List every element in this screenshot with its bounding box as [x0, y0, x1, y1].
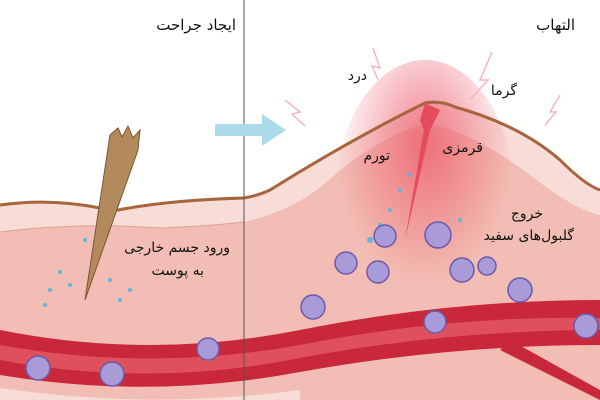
- white-blood-cells: [25, 221, 599, 387]
- wound-icon: [405, 103, 440, 240]
- blood-vessel: [0, 300, 600, 400]
- pain-lightning-icons: [284, 47, 561, 127]
- foreign-body-caption-1: ورود جسم خارجی: [124, 240, 230, 256]
- foreign-body-caption-2: به پوست: [152, 263, 204, 279]
- pain-label: درد: [348, 68, 367, 84]
- redness-label: قرمزی: [442, 140, 483, 156]
- arrow-right-icon: [215, 114, 286, 146]
- wbc-label-2: گلبول‌های سفید: [484, 227, 575, 244]
- splinter-icon: [84, 124, 141, 301]
- heat-label: گرما: [491, 82, 517, 99]
- wbc-label-1: خروج: [511, 206, 543, 222]
- left-panel-title: ایجاد جراحت: [156, 16, 236, 34]
- swelling-label: تورم: [363, 148, 390, 164]
- particles: [43, 173, 462, 307]
- right-panel-title: التهاب: [536, 16, 575, 34]
